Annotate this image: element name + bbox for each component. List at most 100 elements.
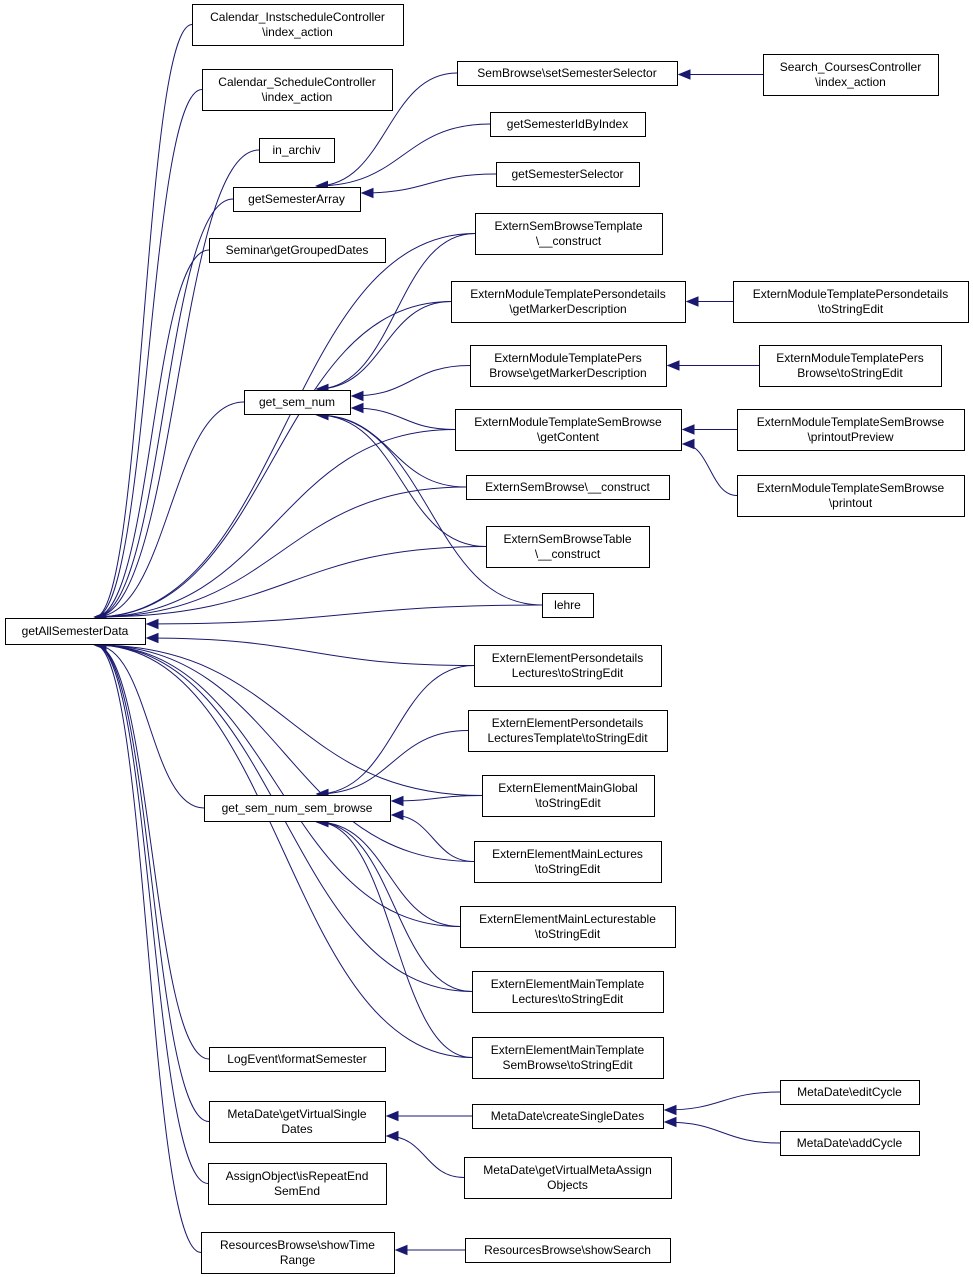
- node-extmtpdmark[interactable]: ExternModuleTemplatePersondetails\getMar…: [451, 281, 686, 323]
- node-label: \index_action: [262, 25, 333, 39]
- node-label: ExternModuleTemplateSemBrowse: [757, 415, 945, 429]
- edge-metaeditcycle-to-metacreate: [664, 1091, 781, 1111]
- node-box: [468, 710, 668, 752]
- node-label: ExternModuleTemplateSemBrowse: [757, 481, 945, 495]
- arrow-head: [663, 1104, 677, 1116]
- node-label: Calendar_InstscheduleController: [210, 10, 385, 24]
- node-box: [204, 795, 391, 822]
- node-calinst[interactable]: Calendar_InstscheduleController\index_ac…: [192, 4, 404, 46]
- node-getsemidx[interactable]: getSemesterIdByIndex: [490, 112, 646, 137]
- node-inarchiv[interactable]: in_archiv: [259, 138, 335, 163]
- node-getsemnumsb[interactable]: get_sem_num_sem_browse: [204, 795, 391, 822]
- node-logevent[interactable]: LogEvent\formatSemester: [209, 1047, 386, 1072]
- node-metaaddcycle[interactable]: MetaDate\addCycle: [780, 1131, 920, 1156]
- node-label: in_archiv: [272, 143, 320, 157]
- node-extmtpdtostr[interactable]: ExternModuleTemplatePersondetails\toStri…: [733, 281, 969, 323]
- node-eepdlecttpl[interactable]: ExternElementPersondetailsLecturesTempla…: [468, 710, 668, 752]
- node-getsemsel[interactable]: getSemesterSelector: [496, 162, 640, 187]
- edge-eemtpllect-to-getsemnumsb: [316, 821, 473, 992]
- edge-extsbcons-to-getsemnum: [316, 414, 467, 488]
- arrow-head: [360, 187, 374, 199]
- edge-eemlecttable-to-root: [94, 644, 461, 927]
- node-eepdlect[interactable]: ExternElementPersondetailsLectures\toStr…: [474, 645, 662, 687]
- node-eemtplsb[interactable]: ExternElementMainTemplateSemBrowse\toStr…: [472, 1037, 664, 1079]
- node-eemglobal[interactable]: ExternElementMainGlobal\toStringEdit: [482, 775, 655, 817]
- node-label: SemBrowse\setSemesterSelector: [477, 66, 656, 80]
- node-label: SemBrowse\toStringEdit: [502, 1058, 633, 1072]
- node-metaeditcycle[interactable]: MetaDate\editCycle: [780, 1080, 920, 1105]
- node-label: LecturesTemplate\toStringEdit: [487, 731, 648, 745]
- node-extmtppbtostr[interactable]: ExternModuleTemplatePersBrowse\toStringE…: [759, 345, 942, 387]
- arrow-head: [385, 1110, 399, 1122]
- edge-eemlect-to-getsemnumsb: [391, 814, 475, 862]
- node-box: [542, 593, 594, 618]
- node-box: [244, 390, 351, 415]
- node-extmtsbpreview[interactable]: ExternModuleTemplateSemBrowse\printoutPr…: [737, 409, 965, 451]
- node-label: MetaDate\addCycle: [797, 1136, 903, 1150]
- node-label: ExternModuleTemplatePersondetails: [753, 287, 948, 301]
- node-extsbtable[interactable]: ExternSemBrowseTable\__construct: [486, 526, 650, 568]
- node-box: [455, 409, 682, 451]
- node-box: [780, 1131, 920, 1156]
- node-box: [464, 1157, 672, 1199]
- node-eemtpllect[interactable]: ExternElementMainTemplateLectures\toStri…: [472, 971, 664, 1013]
- edge-getsemidx-to-getsemarr: [316, 123, 491, 187]
- edge-calsched-to-root: [94, 89, 203, 618]
- node-extmtsbcontent[interactable]: ExternModuleTemplateSemBrowse\getContent: [455, 409, 682, 451]
- node-eemlect[interactable]: ExternElementMainLectures\toStringEdit: [474, 841, 662, 883]
- node-label: ExternElementMainTemplate: [491, 977, 645, 991]
- node-label: LogEvent\formatSemester: [227, 1052, 366, 1066]
- node-lehre[interactable]: lehre: [542, 593, 594, 618]
- edge-eemglobal-to-getsemnumsb: [391, 795, 483, 802]
- edge-resshowtime-to-root: [94, 644, 202, 1253]
- node-extmtsbprintout[interactable]: ExternModuleTemplateSemBrowse\printout: [737, 475, 965, 517]
- node-metacreate[interactable]: MetaDate\createSingleDates: [472, 1104, 664, 1129]
- node-label: ExternModuleTemplatePersondetails: [470, 287, 665, 301]
- edge-eepdlecttpl-to-getsemnumsb: [316, 730, 469, 795]
- node-label: SemEnd: [274, 1184, 320, 1198]
- node-semgrouped[interactable]: Seminar\getGroupedDates: [209, 238, 386, 263]
- node-label: MetaDate\getVirtualMetaAssign: [483, 1163, 652, 1177]
- node-label: ResourcesBrowse\showTime: [220, 1238, 375, 1252]
- node-label: ExternSemBrowse\__construct: [485, 480, 650, 494]
- node-label: ExternElementMainLecturestable: [479, 912, 656, 926]
- node-calsched[interactable]: Calendar_ScheduleController\index_action: [202, 69, 393, 111]
- node-label: Browse\toStringEdit: [797, 366, 903, 380]
- edge-getsemsel-to-getsemarr: [361, 173, 497, 194]
- node-extmtppbmark[interactable]: ExternModuleTemplatePersBrowse\getMarker…: [470, 345, 667, 387]
- node-getsemarr[interactable]: getSemesterArray: [233, 187, 361, 212]
- node-label: getAllSemesterData: [22, 624, 129, 638]
- node-label: \toStringEdit: [535, 796, 601, 810]
- node-label: ResourcesBrowse\showSearch: [484, 1243, 651, 1257]
- node-box: [482, 775, 655, 817]
- edge-semgrouped-to-root: [94, 249, 210, 618]
- edge-lehre-to-getsemnum: [316, 414, 543, 606]
- edge-inarchiv-to-root: [94, 149, 260, 618]
- arrow-head: [663, 1116, 677, 1128]
- node-box: [192, 4, 404, 46]
- node-resshowsearch[interactable]: ResourcesBrowse\showSearch: [465, 1238, 671, 1263]
- edge-getsemnum-to-root: [94, 401, 245, 618]
- node-extsbcons[interactable]: ExternSemBrowse\__construct: [466, 475, 670, 500]
- node-label: \index_action: [815, 75, 886, 89]
- node-root[interactable]: getAllSemesterData: [5, 618, 146, 645]
- node-eemlecttable[interactable]: ExternElementMainLecturestable\toStringE…: [460, 906, 676, 948]
- node-semsetsel[interactable]: SemBrowse\setSemesterSelector: [457, 61, 678, 86]
- edge-extmtpdmark-to-root: [94, 301, 452, 618]
- edge-eemlecttable-to-getsemnumsb: [316, 821, 461, 927]
- node-searchcourses[interactable]: Search_CoursesController\index_action: [763, 54, 939, 96]
- node-box: [466, 475, 670, 500]
- node-box: [737, 475, 965, 517]
- edge-getsemnumsb-to-root: [94, 644, 205, 809]
- node-extsbtpl[interactable]: ExternSemBrowseTemplate\__construct: [475, 213, 663, 255]
- node-getsemnum[interactable]: get_sem_num: [244, 390, 351, 415]
- edge-extsbtpl-to-getsemnum: [316, 233, 476, 390]
- edge-extmtppbmark-to-getsemnum: [351, 365, 471, 397]
- edge-assignobj-to-root: [94, 644, 209, 1184]
- arrow-head: [677, 69, 691, 80]
- node-label: ExternElementMainLectures: [492, 847, 643, 861]
